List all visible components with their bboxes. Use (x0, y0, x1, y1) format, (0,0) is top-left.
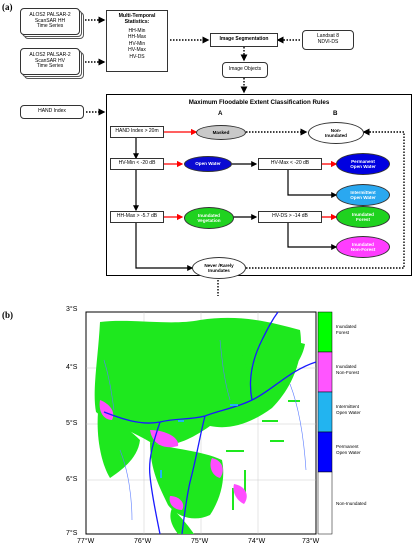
legend-inundated-nonforest: Inundated Non-Forest (336, 364, 359, 375)
panel-b-label: (b) (2, 310, 13, 320)
landsat-box: Landsat 8 NDVI-DS (302, 30, 354, 50)
class-inundated-vegetation: Inundated Vegetation (184, 207, 234, 229)
stats-item: HV-Max (128, 47, 146, 54)
class-inundated-nonforest: Inundated Non-Forest (336, 236, 390, 258)
lon-label-73w: 73°W (302, 538, 320, 545)
stats-item: HV-Min (128, 40, 146, 47)
class-inundated-forest: Inundated Forest (336, 206, 390, 228)
hv-series-box: ALOS2 PALSAR-2 ScanSAR HV Time Series (20, 48, 80, 75)
class-masked: Masked (196, 125, 246, 140)
inundation-map (85, 311, 333, 535)
panel-a-label: (a) (2, 2, 13, 12)
inundated-nonforest-areas (99, 400, 247, 510)
rules-frame (106, 94, 412, 276)
segmentation-box: Image Segmentation (210, 33, 278, 47)
stats-title: Multi-Temporal Statistics: (118, 13, 156, 25)
stats-item: HH-Max (127, 34, 147, 41)
class-open-water: Open Water (184, 156, 232, 172)
intermittent-water (160, 404, 238, 478)
inundated-forest-speckle (226, 400, 300, 510)
class-permanent-water: Permanent Open Water (336, 153, 390, 175)
image-objects-box: Image Objects (222, 62, 268, 78)
lat-label-6s: 6°S (66, 476, 78, 483)
condition-hv-ds: HV-DS > -14 dB (258, 211, 322, 223)
legend-inundated-forest: Inundated Forest (336, 324, 357, 335)
lat-label-4s: 4°S (66, 364, 78, 371)
class-intermittent-water: Intermittent Open Water (336, 184, 390, 206)
condition-hand: HAND Index > 20m (110, 126, 164, 138)
condition-hh-max: HH-Max > -5.7 dB (110, 211, 164, 223)
hh-series-box: ALOS2 PALSAR-2 ScanSAR HH Time Series (20, 8, 80, 35)
lon-label-76w: 76°W (134, 538, 152, 545)
river-network (103, 311, 317, 535)
class-never-inundates: Never /Rarely Inundates (192, 257, 246, 279)
stats-item: HH-Min (128, 27, 146, 34)
lon-label-77w: 77°W (77, 538, 95, 545)
legend-colorbar (317, 311, 333, 535)
tributaries (103, 339, 307, 521)
lat-label-5s: 5°S (66, 420, 78, 427)
column-a-label: A (218, 110, 223, 117)
stats-item: HV-DS (129, 53, 145, 60)
lat-label-3s: 3°S (66, 306, 78, 313)
lon-label-75w: 75°W (191, 538, 209, 545)
condition-hv-max: HV-Max < -20 dB (258, 158, 322, 170)
legend-permanent-water: Permanent Open Water (336, 444, 361, 455)
flowchart-arrows (82, 16, 405, 296)
column-b-label: B (333, 110, 338, 117)
legend-intermittent-water: Intermittent Open Water (336, 404, 361, 415)
inundated-forest-areas (94, 317, 305, 534)
lon-label-74w: 74°W (248, 538, 266, 545)
class-non-inundated: Non- Inundated (308, 122, 364, 144)
condition-hv-min: HV-Min < -20 dB (110, 158, 164, 170)
hand-index-box: HAND Index (20, 105, 84, 119)
rules-title: Maximum Floodable Extent Classification … (188, 99, 330, 106)
lat-label-7s: 7°S (66, 530, 78, 537)
legend-non-inundated: Non-Inundated (336, 501, 367, 506)
